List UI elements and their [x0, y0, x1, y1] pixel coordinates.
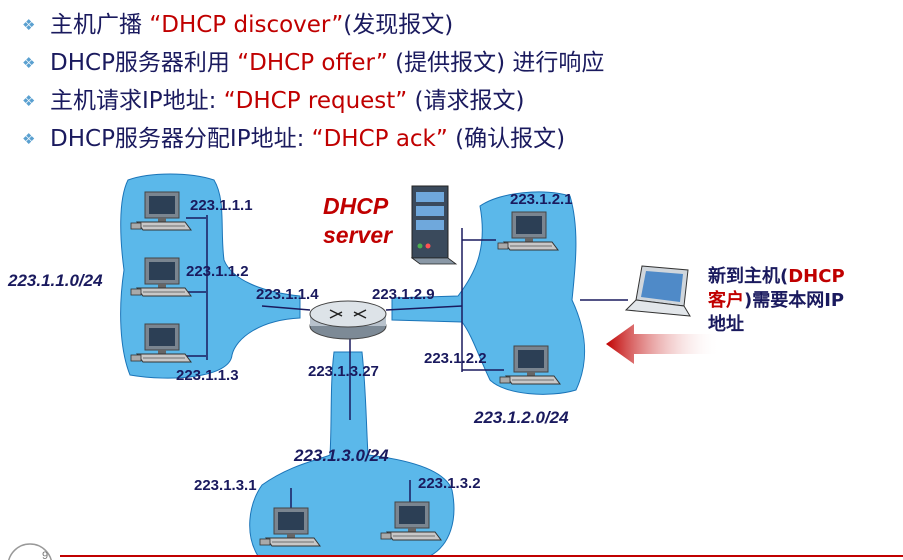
diamond-bullet-icon: ❖ [22, 54, 36, 72]
new-host-note-line1: 新到主机(DHCP [708, 265, 845, 287]
diamond-bullet-icon: ❖ [22, 92, 36, 110]
router-iface-bottom-label: 223.1.3.27 [308, 363, 379, 380]
bullet-list: ❖主机广播 “DHCP discover”(发现报文) ❖DHCP服务器利用 “… [22, 6, 902, 158]
page-number-badge [8, 543, 52, 560]
host-label-223-1-3-1: 223.1.3.1 [194, 477, 257, 494]
router-icon [309, 300, 387, 340]
host-label-223-1-1-1: 223.1.1.1 [190, 197, 253, 214]
dhcp-server-icon [410, 185, 458, 265]
router-iface-right-label: 223.1.2.9 [372, 286, 435, 303]
host-label-223-1-2-1: 223.1.2.1 [510, 191, 573, 208]
router-iface-left-label: 223.1.1.4 [256, 286, 319, 303]
bullet-request: ❖主机请求IP地址: “DHCP request” (请求报文) [22, 82, 902, 120]
new-host-note-line2: 客户)需要本网IP [708, 289, 844, 311]
bullet-discover: ❖主机广播 “DHCP discover”(发现报文) [22, 6, 902, 44]
subnet-left-label: 223.1.1.0/24 [7, 271, 103, 290]
subnet-right-label: 223.1.2.0/24 [473, 408, 569, 427]
diamond-bullet-icon: ❖ [22, 130, 36, 148]
bullet-offer: ❖DHCP服务器利用 “DHCP offer” (提供报文) 进行响应 [22, 44, 902, 82]
host-label-223-1-1-3: 223.1.1.3 [176, 367, 239, 384]
host-label-223-1-1-2: 223.1.1.2 [186, 263, 249, 280]
server-label-line1: DHCP [323, 193, 389, 219]
server-label-line2: server [323, 222, 393, 248]
page-number: 9 [42, 550, 48, 560]
new-host-laptop-icon [624, 265, 691, 317]
bullet-ack: ❖DHCP服务器分配IP地址: “DHCP ack” (确认报文) [22, 120, 902, 158]
new-host-note-line3: 地址 [708, 313, 744, 335]
diamond-bullet-icon: ❖ [22, 16, 36, 34]
subnet-bottom-label: 223.1.3.0/24 [293, 446, 389, 465]
incoming-arrow-icon [606, 324, 720, 364]
host-label-223-1-2-2: 223.1.2.2 [424, 350, 487, 367]
host-label-223-1-3-2: 223.1.3.2 [418, 475, 481, 492]
